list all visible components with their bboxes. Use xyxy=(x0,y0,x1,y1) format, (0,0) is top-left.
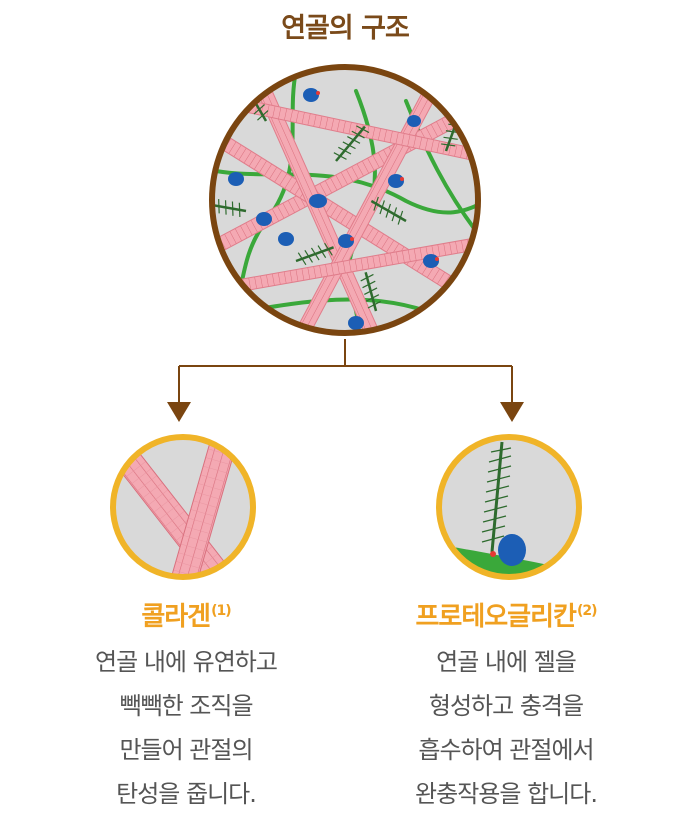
collagen-name: 콜라겐 xyxy=(141,602,211,632)
description-line: 형성하고 충격을 xyxy=(428,692,584,720)
proteoglycan-label: 프로테오글리칸(2) xyxy=(346,596,666,633)
description-line: 연골 내에 유연하고 xyxy=(95,648,278,676)
description-line: 빽빽한 조직을 xyxy=(119,692,253,720)
proteoglycan-description: 연골 내에 젤을 형성하고 충격을 흡수하여 관절에서 완충작용을 합니다. xyxy=(346,640,666,816)
proteoglycan-ref: (2) xyxy=(576,603,598,619)
description-line: 흡수하여 관절에서 xyxy=(418,736,594,764)
description-line: 탄성을 줍니다. xyxy=(116,780,257,808)
link-proteins xyxy=(228,88,439,330)
branch-connector xyxy=(167,339,524,422)
collagen-detail-illustration xyxy=(110,434,256,580)
cartilage-structure-illustration xyxy=(209,64,481,336)
collagen-label: 콜라겐(1) xyxy=(26,596,346,633)
diagram-title: 연골의 구조 xyxy=(281,13,410,44)
proteoglycan-detail-illustration xyxy=(436,434,582,580)
arrow-down-icon xyxy=(500,402,524,422)
description-line: 만들어 관절의 xyxy=(119,736,253,764)
description-line: 연골 내에 젤을 xyxy=(436,648,577,676)
description-line: 완충작용을 합니다. xyxy=(415,780,598,808)
proteoglycan-name: 프로테오글리칸 xyxy=(415,602,577,632)
collagen-fibers xyxy=(214,69,476,331)
arrow-down-icon xyxy=(167,402,191,422)
collagen-description: 연골 내에 유연하고 빽빽한 조직을 만들어 관절의 탄성을 줍니다. xyxy=(26,640,346,816)
collagen-ref: (1) xyxy=(211,603,232,619)
